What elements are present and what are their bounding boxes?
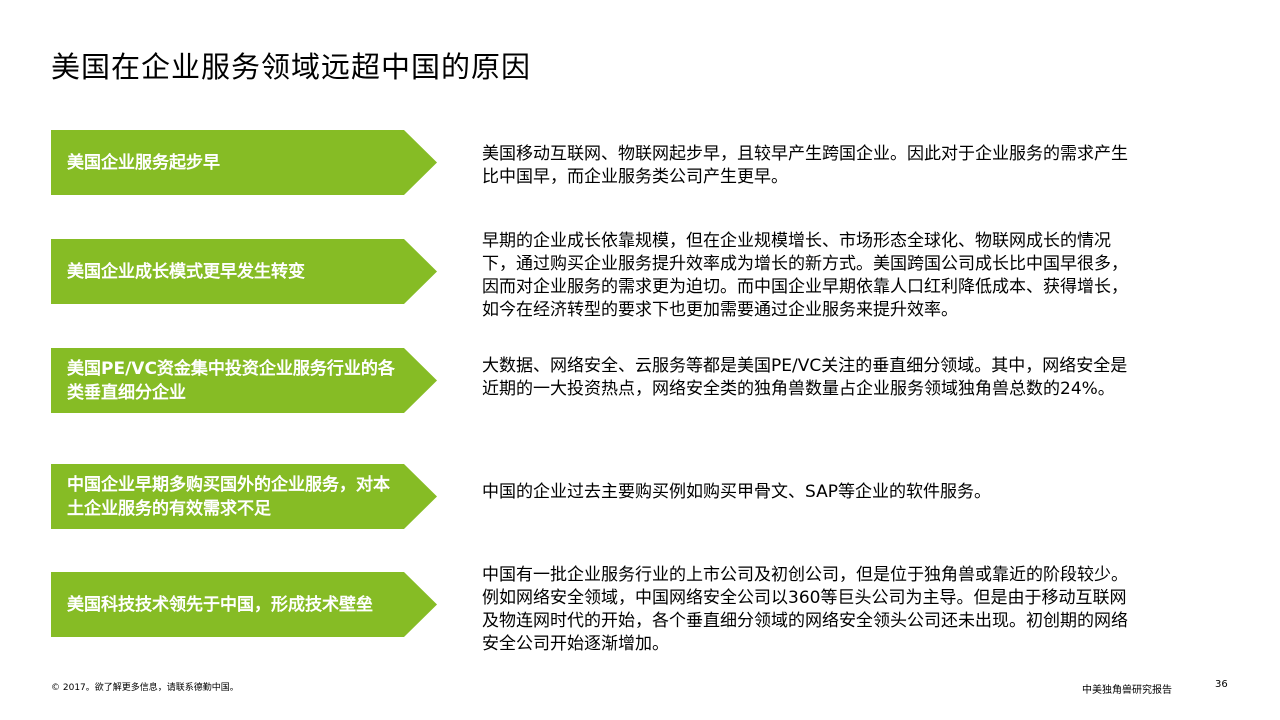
reason-label-1: 美国企业服务起步早: [51, 130, 437, 195]
reason-text-4: 中国的企业过去主要购买例如购买甲骨文、SAP等企业的软件服务。: [482, 482, 991, 502]
page-title: 美国在企业服务领域远超中国的原因: [51, 50, 532, 84]
reason-label-5: 美国科技技术领先于中国，形成技术壁垒: [51, 572, 437, 637]
reason-text-3: 大数据、网络安全、云服务等都是美国PE/VC关注的垂直细分领域。其中，网络安全是…: [482, 356, 1128, 399]
reason-text-5: 中国有一批企业服务行业的上市公司及初创公司，但是位于独角兽或靠近的阶段较少。例如…: [482, 565, 1128, 654]
page-number: 36: [1215, 679, 1228, 690]
footer-copyright: © 2017。欲了解更多信息，请联系德勤中国。: [51, 683, 239, 693]
reason-text-2: 早期的企业成长依靠规模，但在企业规模增长、市场形态全球化、物联网成长的情况下，通…: [482, 231, 1128, 320]
footer-report-title: 中美独角兽研究报告: [1082, 685, 1172, 696]
reason-label-3: 美国PE/VC资金集中投资企业服务行业的各类垂直细分企业: [51, 348, 437, 413]
reason-text-1: 美国移动互联网、物联网起步早，且较早产生跨国企业。因此对于企业服务的需求产生比中…: [482, 144, 1128, 187]
reason-label-4: 中国企业早期多购买国外的企业服务，对本土企业服务的有效需求不足: [51, 464, 437, 529]
reason-label-2: 美国企业成长模式更早发生转变: [51, 239, 437, 304]
